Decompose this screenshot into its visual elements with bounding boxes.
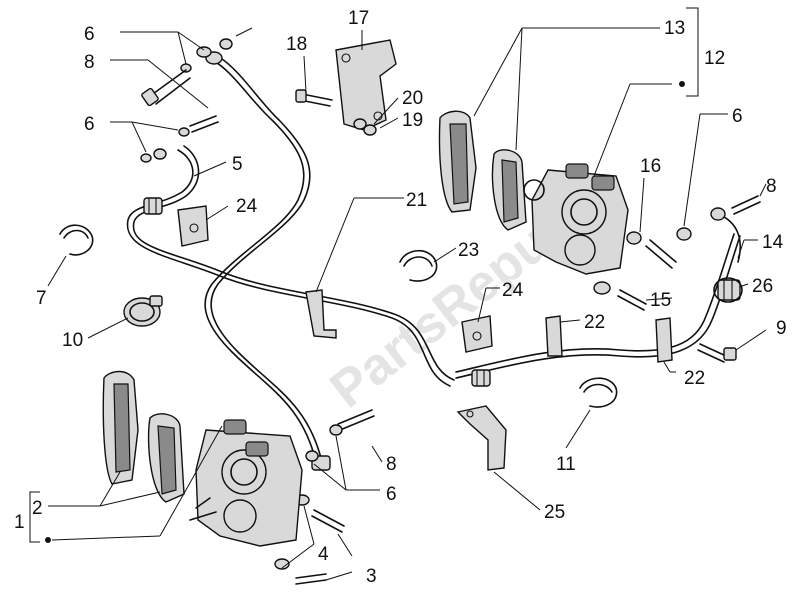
brake-hose-upper-left xyxy=(126,145,455,387)
callout-14: 14 xyxy=(762,232,784,253)
callout-25: 25 xyxy=(544,502,565,523)
callout-8-lower: 8 xyxy=(386,454,397,475)
hose-guide-22-left xyxy=(545,315,563,357)
callout-19: 19 xyxy=(402,110,423,131)
callout-5: 5 xyxy=(232,154,243,175)
callout-8-right: 8 xyxy=(766,176,777,197)
callout-9: 9 xyxy=(776,318,787,339)
callout-17: 17 xyxy=(348,8,369,29)
callout-22-left: 22 xyxy=(584,312,605,333)
clamp-10 xyxy=(123,295,163,327)
callout-22-right: 22 xyxy=(684,368,705,389)
callout-3: 3 xyxy=(366,566,377,587)
grommet-upper-left xyxy=(143,197,163,215)
bolt-left-middle xyxy=(140,115,219,163)
rear-brake-caliper xyxy=(438,110,629,275)
callout-13: 13 xyxy=(664,18,685,39)
callout-6-right: 6 xyxy=(732,106,743,127)
bolt-lower-middle xyxy=(305,409,375,462)
callout-16: 16 xyxy=(640,156,661,177)
front-brake-caliper xyxy=(102,370,303,547)
clamp-7 xyxy=(59,224,94,256)
bracket-25 xyxy=(456,405,507,471)
brake-hose-long xyxy=(204,56,323,463)
callout-12: 12 xyxy=(704,48,725,69)
bracket-plate xyxy=(335,39,397,136)
bolt-9 xyxy=(697,343,737,363)
clip-upper xyxy=(177,205,209,247)
callout-21: 21 xyxy=(406,190,427,211)
callout-20: 20 xyxy=(402,88,423,109)
clamp-26 xyxy=(713,277,743,303)
callout-6-left: 6 xyxy=(84,114,95,135)
callout-26: 26 xyxy=(752,276,773,297)
bolt-right-hose xyxy=(676,195,761,241)
grommet-center xyxy=(471,369,491,387)
callout-15: 15 xyxy=(650,290,671,311)
callout-8-top: 8 xyxy=(84,52,95,73)
callout-1: 1 xyxy=(14,512,25,533)
callout-18: 18 xyxy=(286,34,307,55)
clamp-23 xyxy=(399,249,438,282)
callout-23: 23 xyxy=(458,240,479,261)
clip-middle xyxy=(461,315,493,353)
callout-24-upper: 24 xyxy=(236,196,258,217)
callout-10: 10 xyxy=(62,330,83,351)
clamp-11 xyxy=(579,377,618,408)
grommet-right xyxy=(717,279,741,301)
hose-guide-22-right xyxy=(655,317,673,363)
callout-4: 4 xyxy=(318,544,329,565)
washers-top xyxy=(180,38,233,73)
callout-7: 7 xyxy=(36,288,47,309)
callout-11: 11 xyxy=(556,454,576,475)
callout-6-top: 6 xyxy=(84,24,95,45)
bolt-top-left xyxy=(141,69,191,107)
callout-labels: 6 8 6 5 24 7 10 17 18 20 19 21 23 24 22 … xyxy=(14,8,787,587)
leader-lines xyxy=(29,7,767,581)
callout-24-middle: 24 xyxy=(502,280,524,301)
callout-2: 2 xyxy=(32,498,43,519)
bolt-18-plate xyxy=(295,89,333,107)
hose-guide-21 xyxy=(305,289,337,339)
callout-6-lower: 6 xyxy=(386,484,397,505)
bolt-upper-right-caliper xyxy=(593,231,677,311)
